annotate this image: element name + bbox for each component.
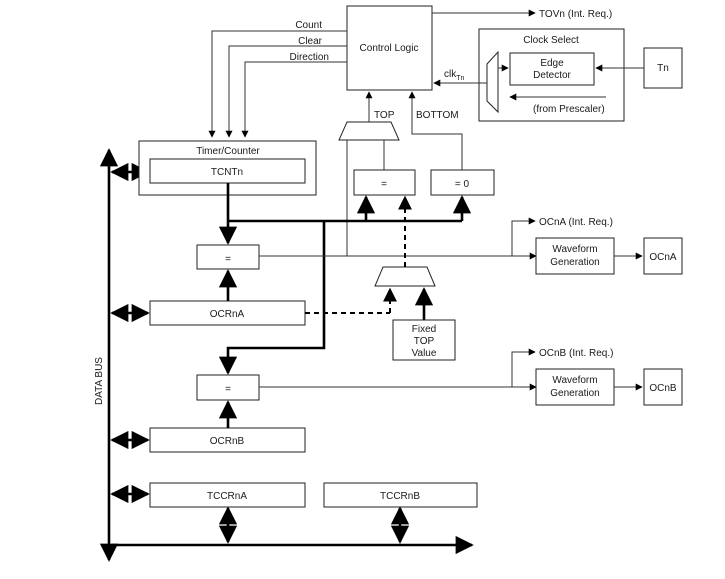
bottom-comparator: = 0 xyxy=(430,169,495,196)
top-mux: TOP xyxy=(338,91,400,256)
ocb-int-label: OCnB (Int. Req.) xyxy=(539,348,613,359)
edge-detector-line1: Edge xyxy=(540,58,564,69)
timer-counter-label: Timer/Counter xyxy=(196,146,260,157)
fixed-top-mux: Fixed TOP Value xyxy=(305,195,456,361)
tccra-label: TCCRnA xyxy=(207,491,247,502)
bottom-label: BOTTOM xyxy=(416,110,459,121)
tov-label: TOVn (Int. Req.) xyxy=(539,9,612,20)
top-label: TOP xyxy=(374,110,395,121)
edge-detector-line2: Detector xyxy=(533,70,571,81)
tn-label: Tn xyxy=(657,63,669,74)
cmp-b-label: = xyxy=(225,384,231,395)
cmp-a-label: = xyxy=(225,254,231,265)
clk-label: clk xyxy=(444,69,457,80)
fixed-top-line1: Fixed xyxy=(412,324,436,335)
ocra-register: OCRnA xyxy=(149,269,306,326)
direction-label: Direction xyxy=(290,52,329,63)
ocb-label: OCnB xyxy=(649,383,677,394)
tccrb-register: TCCRnB xyxy=(323,482,478,508)
waveform-a: Waveform Generation OCnA xyxy=(535,237,683,275)
oca-int-label: OCnA (Int. Req.) xyxy=(539,217,613,228)
tccra-register: TCCRnA xyxy=(149,482,306,508)
ocrb-register: OCRnB xyxy=(149,400,306,453)
fixed-top-line2: TOP xyxy=(414,336,435,347)
control-logic-label: Control Logic xyxy=(360,43,419,54)
oca-pin xyxy=(643,237,683,275)
fixed-top-value-block xyxy=(392,319,456,361)
wave-b-line2: Generation xyxy=(550,388,599,399)
compare-a: = OCnA (Int. Req.) xyxy=(196,217,613,270)
tcnt-label: TCNTn xyxy=(211,167,243,178)
tn-pin: Tn xyxy=(595,47,683,89)
top-comparator: = xyxy=(353,169,416,196)
bottom-signal: BOTTOM xyxy=(408,91,463,170)
oca-label: OCnA xyxy=(649,252,677,263)
count-label: Count xyxy=(295,20,322,31)
edge-detector-block xyxy=(509,52,595,86)
tcnt-register xyxy=(149,158,306,184)
fixed-top-line3: Value xyxy=(412,348,437,359)
compare-b: = OCnB (Int. Req.) xyxy=(196,348,613,401)
ocb-pin xyxy=(643,368,683,406)
wave-a-line1: Waveform xyxy=(552,244,597,255)
eq-top-label: = xyxy=(381,179,387,190)
wave-b-line1: Waveform xyxy=(552,375,597,386)
tcnt-bus xyxy=(218,183,472,375)
data-bus: DATA BUS xyxy=(94,148,474,562)
control-signals: Count Clear Direction xyxy=(208,20,347,138)
clk-subscript: Tn xyxy=(456,75,464,82)
ocrb-label: OCRnB xyxy=(210,436,245,447)
control-logic-block: Control Logic xyxy=(346,5,433,91)
data-bus-label: DATA BUS xyxy=(94,357,105,405)
clock-mux-icon xyxy=(486,50,499,114)
clk-signal: clkTn xyxy=(433,69,487,87)
eq-zero-label: = 0 xyxy=(455,179,470,190)
clear-label: Clear xyxy=(298,36,323,47)
wave-a-line2: Generation xyxy=(550,257,599,268)
clock-select-block: Clock Select Edge Detector (from Prescal… xyxy=(478,28,625,122)
tccrb-label: TCCRnB xyxy=(380,491,420,502)
from-prescaler-label: (from Prescaler) xyxy=(533,104,605,115)
clock-select-label: Clock Select xyxy=(523,35,579,46)
waveform-b: Waveform Generation OCnB xyxy=(535,368,683,406)
tov-output: TOVn (Int. Req.) xyxy=(432,9,612,20)
svg-text:clkTn: clkTn xyxy=(444,69,465,82)
ocra-label: OCRnA xyxy=(210,309,245,320)
